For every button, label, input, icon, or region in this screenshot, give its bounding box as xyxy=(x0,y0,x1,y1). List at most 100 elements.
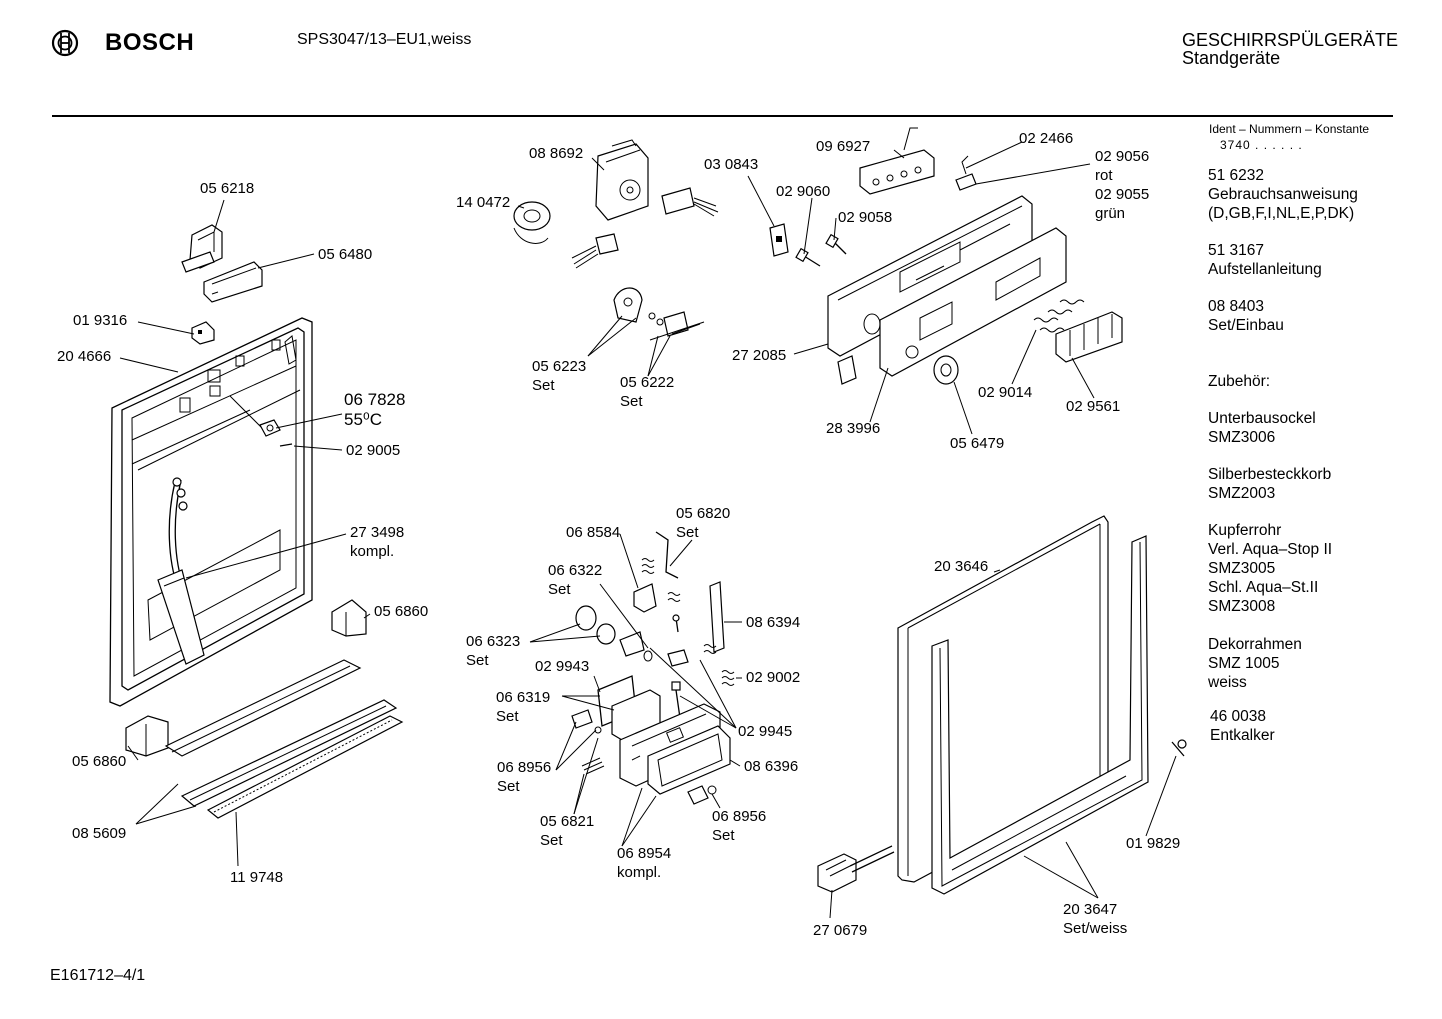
callout-067828: 06 7828 xyxy=(344,390,406,409)
callout-029055: 02 9055 xyxy=(1095,186,1150,203)
entry-line: SMZ3006 xyxy=(1208,429,1276,446)
callout-056222: 05 6222 xyxy=(620,374,675,391)
entry-line: SMZ 1005 xyxy=(1208,655,1280,672)
connector-lower xyxy=(571,233,619,269)
callout-030843: 03 0843 xyxy=(704,156,759,173)
bracket-019316 xyxy=(191,321,215,345)
entry-line: Zubehör: xyxy=(1208,373,1271,390)
screw-029060 xyxy=(795,247,821,267)
panel-cover-283996 xyxy=(879,227,1067,377)
screw-068956-top xyxy=(671,681,681,719)
callout-029005: 02 9005 xyxy=(346,442,401,459)
control-panel-272085 xyxy=(827,195,1033,385)
bracket-056820 xyxy=(655,531,679,579)
callout-029002: 02 9002 xyxy=(746,669,801,686)
callout-068956-right: 06 8956 xyxy=(712,808,767,825)
callout-056223-note: Set xyxy=(532,377,555,394)
callout-270679: 27 0679 xyxy=(813,922,868,939)
timer-088692 xyxy=(595,139,649,221)
entry-line: Unterbausockel xyxy=(1208,410,1316,427)
springs-029014 xyxy=(1033,299,1085,333)
entry-line: weiss xyxy=(1208,674,1247,691)
screw-029058 xyxy=(825,233,847,255)
entry-line: Kupferrohr xyxy=(1208,522,1282,539)
clip-center xyxy=(667,649,689,667)
callout-019316: 01 9316 xyxy=(73,312,128,329)
outer-door-panel-203646 xyxy=(897,515,1109,883)
trim-strip-085609 xyxy=(164,659,398,807)
callout-088692: 08 8692 xyxy=(529,145,584,162)
sealing-strip-119748 xyxy=(206,715,404,819)
thermostat-067828 xyxy=(259,419,281,437)
bosch-armature-icon xyxy=(51,29,79,57)
callout-085609: 08 5609 xyxy=(72,825,127,842)
entry-line: 51 6232 xyxy=(1208,167,1265,184)
entry-line: SMZ2003 xyxy=(1208,485,1276,502)
knob-140472 xyxy=(513,201,551,244)
callout-273498-note: kompl. xyxy=(350,543,395,560)
lock-housing-056480 xyxy=(203,261,263,303)
callout-068954: 06 8954 xyxy=(617,845,672,862)
callout-096927: 09 6927 xyxy=(816,138,871,155)
callout-204666: 20 4666 xyxy=(57,348,112,365)
leader-lines xyxy=(119,141,1177,919)
clip-029005 xyxy=(279,443,293,447)
header-divider xyxy=(52,115,1393,117)
rod-086394 xyxy=(703,581,725,654)
callout-066322-note: Set xyxy=(548,581,571,598)
cam-056223 xyxy=(613,287,664,326)
entry-line: Gebrauchsanweisung xyxy=(1208,186,1358,203)
callout-066319: 06 6319 xyxy=(496,689,551,706)
callout-056860-right: 05 6860 xyxy=(374,603,429,620)
sidebar-entry: Dekorrahmen SMZ 1005 weiss xyxy=(1208,635,1302,692)
push-buttons-029561 xyxy=(1055,311,1123,363)
callout-056821: 05 6821 xyxy=(540,813,595,830)
callout-140472: 14 0472 xyxy=(456,194,511,211)
callout-068956-right-note: Set xyxy=(712,827,735,844)
callout-056222-note: Set xyxy=(620,393,643,410)
ident-value: 3740 . . . . . . xyxy=(1220,138,1303,152)
callout-066323: 06 6323 xyxy=(466,633,521,650)
callout-203646: 20 3646 xyxy=(934,558,989,575)
hinge-270679 xyxy=(817,845,895,893)
callout-056218: 05 6218 xyxy=(200,180,255,197)
callout-273498: 27 3498 xyxy=(350,524,405,541)
drain-cover-273498 xyxy=(157,569,205,665)
ident-title: Ident – Nummern – Konstante xyxy=(1209,122,1370,136)
float-066322 xyxy=(575,605,653,662)
callout-056480: 05 6480 xyxy=(318,246,373,263)
callout-068956-left-note: Set xyxy=(497,778,520,795)
frame-086396 xyxy=(647,725,731,795)
indicator-lamp-022466 xyxy=(955,155,977,191)
spring-screw xyxy=(667,592,681,633)
model-number: SPS3047/13–EU1,weiss xyxy=(297,31,472,48)
entry-line: Schl. Aqua–St.II xyxy=(1208,579,1319,596)
inner-door-panel xyxy=(109,317,313,707)
category-subtitle: Standgeräte xyxy=(1182,48,1281,68)
screw-019829 xyxy=(1171,739,1187,757)
sidebar-entry: 51 6232 Gebrauchsanweisung (D,GB,F,I,NL,… xyxy=(1208,166,1358,223)
callout-068584: 06 8584 xyxy=(566,524,621,541)
sidebar-entry: 08 8403 Set/Einbau xyxy=(1208,297,1284,335)
callout-056860-left: 05 6860 xyxy=(72,753,127,770)
callout-203647: 20 3647 xyxy=(1063,901,1118,918)
callout-086394: 08 6394 xyxy=(746,614,801,631)
entry-line: SMZ3005 xyxy=(1208,560,1276,577)
entry-line: SMZ3008 xyxy=(1208,598,1276,615)
brand-name: BOSCH xyxy=(105,29,195,56)
callout-056820: 05 6820 xyxy=(676,505,731,522)
entry-line: Dekorrahmen xyxy=(1208,636,1302,653)
sidebar-entry: 46 0038 Entkalker xyxy=(1210,707,1275,745)
callout-029055-note: grün xyxy=(1095,205,1126,222)
entry-line: 08 8403 xyxy=(1208,298,1265,315)
connector-029060 xyxy=(769,223,789,257)
callout-029058: 02 9058 xyxy=(838,209,893,226)
entry-line: Silberbesteckkorb xyxy=(1208,466,1332,483)
switch-056222 xyxy=(649,311,705,341)
callout-068956-left: 06 8956 xyxy=(497,759,552,776)
entry-line: Aufstellanleitung xyxy=(1208,261,1322,278)
knob-056479 xyxy=(933,355,959,385)
callout-029056: 02 9056 xyxy=(1095,148,1150,165)
brand-logo xyxy=(50,28,80,63)
